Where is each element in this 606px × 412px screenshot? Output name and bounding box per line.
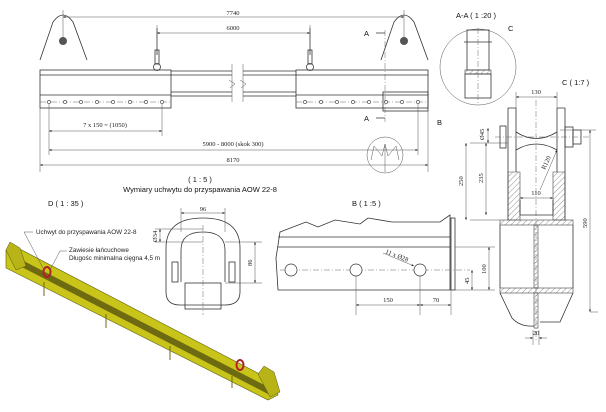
section-a-marker-bottom: A — [364, 114, 369, 123]
main-view-caption: Wymiary uchwytu do przyspawania AOW 22-8 — [123, 185, 277, 194]
mounting-holes — [284, 263, 427, 277]
dim-250: 250 — [458, 176, 465, 186]
dim-range: 5900 - 8000 (skok 300) — [202, 141, 263, 148]
detail-b-marker: B — [437, 118, 442, 127]
detail-c-title: C ( 1:7 ) — [562, 78, 590, 87]
weld-on-handle-view: 96 Ø34 86 — [152, 206, 262, 315]
dim-holes: 11 x Ø28 — [384, 248, 409, 263]
dim-7740: 7740 — [227, 10, 240, 17]
left-end-lug — [5, 241, 27, 271]
dim-130: 130 — [531, 89, 541, 96]
right-lug-pin — [400, 37, 408, 45]
detail-c-marker: C — [508, 24, 514, 33]
section-aa-view: A-A ( 1 :20 ) C — [439, 11, 517, 106]
view-d-3d-beam: D ( 1 : 35 ) Uchwyt do przyspawania AOW … — [5, 199, 281, 401]
left-lug-pin — [59, 37, 67, 45]
dim-r120: R120 — [540, 155, 552, 171]
detail-b-title: B ( 1 :5 ) — [352, 199, 381, 208]
dim-8170: 8170 — [227, 157, 240, 164]
beam-channel — [12, 256, 270, 395]
dim-235: 235 — [478, 173, 485, 183]
right-end-lug — [257, 365, 281, 398]
break-line — [228, 64, 247, 102]
dim-d45: Ø45 — [479, 129, 486, 140]
left-beam-section — [39, 69, 172, 109]
callout-handle: Uchwyt do przyspawania AOW 22-8 — [36, 229, 137, 236]
detail-b-view: B ( 1 :5 ) 11 x Ø28 150 70 100 45 — [275, 199, 495, 315]
callout-chain: Zawiesie łańcuchowe — [69, 247, 129, 254]
section-aa-title: A-A ( 1 :20 ) — [456, 11, 497, 20]
dim-20: 20 — [533, 330, 540, 337]
dim-96: 96 — [200, 206, 207, 213]
right-chain-shackle — [235, 359, 245, 371]
beam-stiffeners — [43, 282, 233, 388]
dim-70: 70 — [433, 297, 440, 304]
callout-chain-length: Długośc minimalna cięgna 4,5 m — [69, 255, 160, 262]
manufacturer-logo — [366, 136, 404, 174]
dim-150: 150 — [383, 297, 393, 304]
view-d-title: D ( 1 : 35 ) — [48, 199, 84, 208]
adjustment-holes — [47, 100, 420, 104]
dim-6000: 6000 — [227, 25, 240, 32]
dim-110: 110 — [531, 190, 541, 197]
dim-d34: Ø34 — [152, 230, 159, 242]
right-beam-section — [295, 69, 429, 109]
left-chain-shackle — [42, 266, 52, 278]
section-a-marker-top: A — [364, 29, 369, 38]
detail-c-view: C ( 1:7 ) 130 Ø45 R120 250 235 110 590 — [458, 78, 598, 345]
main-beam-view: 7740 6000 7 x 150 = (1050) 5900 - 8000 (… — [39, 10, 442, 194]
dim-100: 100 — [481, 264, 488, 274]
dim-hole-pitch: 7 x 150 = (1050) — [83, 122, 127, 129]
dim-590: 590 — [582, 218, 589, 228]
main-view-scale: ( 1 : 5 ) — [188, 175, 212, 184]
dim-86: 86 — [247, 259, 254, 266]
detail-b-frame — [382, 91, 429, 112]
dim-45: 45 — [464, 278, 471, 285]
